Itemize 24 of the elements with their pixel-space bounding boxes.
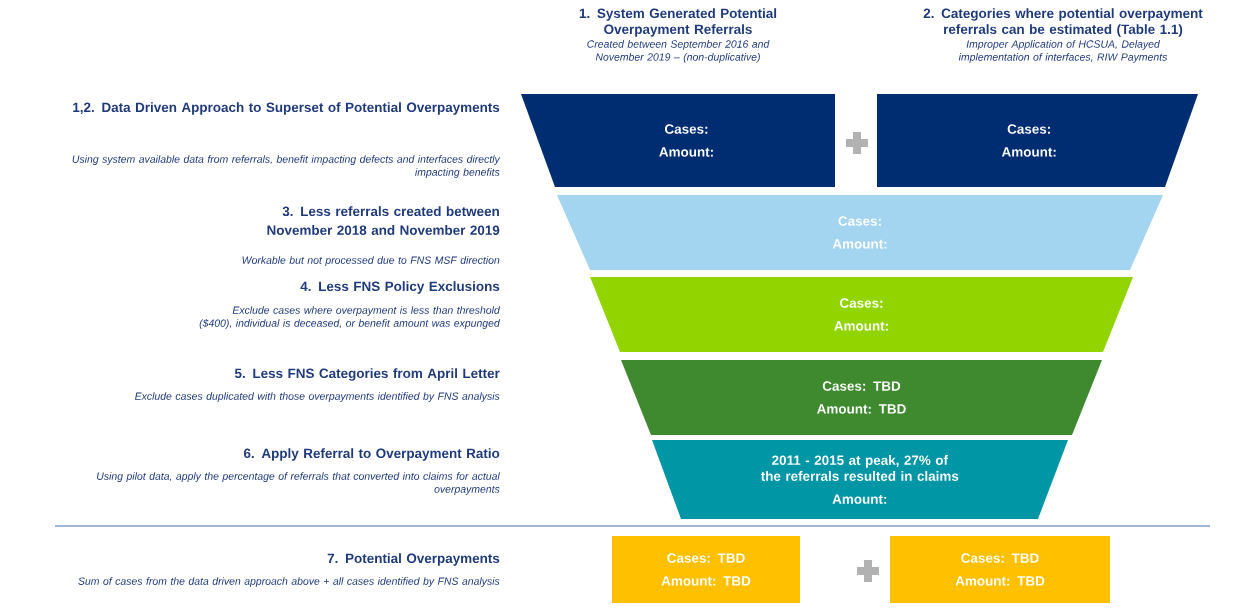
band-heading: 1. System Generated Potential Overpayment Referrals [579,8,777,37]
step-description: Exclude cases where overpayment is less than threshold ($400), individual is deceased, or benefit amount was expunged [199,306,501,329]
step-heading: 6. Apply Referral to Overpayment Ratio [243,448,500,461]
funnel-band: Cases: TBD Amount: TBD [890,536,1110,603]
step-description: Exclude cases duplicated with those overpayments identified by FNS analysis [135,392,500,402]
step-heading: 5. Less FNS Categories from April Letter [234,368,500,381]
step-heading: 3. Less referrals created between November 2018 and November 2019 [267,206,500,235]
step-description: Workable but not processed due to FNS MSF direction [242,256,500,266]
band-heading: 2. Categories where potential overpayment referrals can be estimated (Table 1.1) [923,8,1203,37]
funnel-band: 2011 - 2015 at peak, 27% of the referrals resulted in claims Amount: [652,440,1068,519]
funnel-band: Cases: Amount: [557,195,1163,270]
funnel-band: Cases: TBD Amount: TBD [612,536,800,603]
funnel-band: Cases: Amount: [521,94,835,187]
step-heading: 1,2. Data Driven Approach to Superset of Potential Overpayments [73,102,500,115]
step-heading: 7. Potential Overpayments [327,553,500,566]
step-description: Using pilot data, apply the percentage of referrals that converted into claims for actual overpayments [97,472,500,495]
funnel-band: Cases: TBD Amount: TBD [621,360,1102,435]
step-heading: 4. Less FNS Policy Exclusions [300,281,500,294]
step-description: Sum of cases from the data driven approach above + all cases identified by FNS analysis [78,577,500,587]
step-description: Using system available data from referrals, benefit impacting defects and interfaces directly impacting benefits [72,155,501,178]
band-note: Improper Application of HCSUA, Delayed implementation of interfaces, RIW Payments [958,40,1168,63]
funnel-band: Cases: Amount: [877,94,1198,187]
funnel-band: Cases: Amount: [590,277,1133,352]
band-note: Created between September 2016 and November 2019 – (non-duplicative) [587,40,770,63]
